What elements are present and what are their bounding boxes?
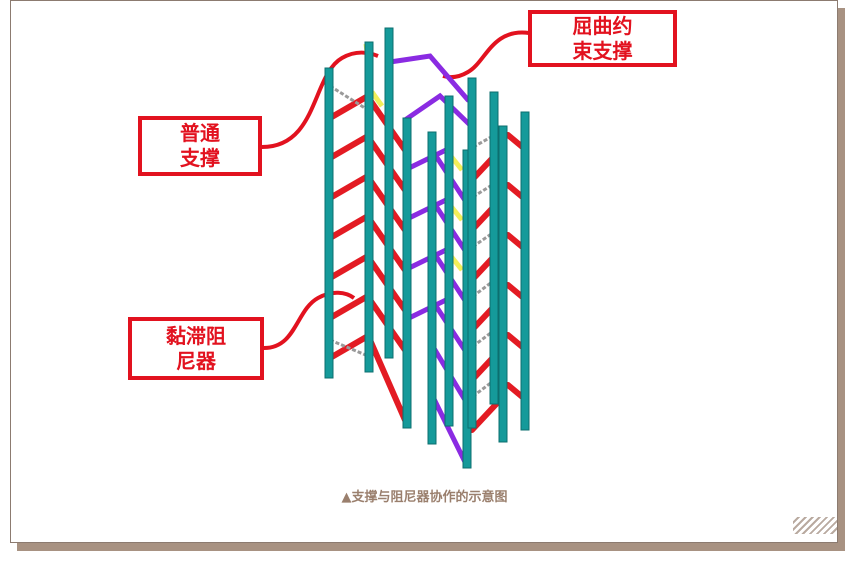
corner-hatch-decoration xyxy=(793,517,837,534)
columns xyxy=(324,27,530,469)
label-ordinary-brace: 普通 支撑 xyxy=(138,116,262,176)
leader-line-brb xyxy=(442,30,530,80)
label-ordinary-line2: 支撑 xyxy=(180,146,220,170)
label-viscous-line1: 黏滞阻 xyxy=(166,323,226,348)
label-brb: 屈曲约 束支撑 xyxy=(528,10,677,67)
figure-card xyxy=(10,0,838,543)
label-viscous-line2: 尼器 xyxy=(176,348,216,373)
label-ordinary-line1: 普通 xyxy=(180,121,220,145)
figure-caption: ▲支撑与阻尼器协作的示意图 xyxy=(341,490,508,505)
label-brb-line1: 屈曲约 xyxy=(572,13,633,38)
leader-line-viscous xyxy=(263,290,356,350)
label-viscous-damper: 黏滞阻 尼器 xyxy=(128,317,264,380)
label-brb-line2: 束支撑 xyxy=(572,38,633,63)
